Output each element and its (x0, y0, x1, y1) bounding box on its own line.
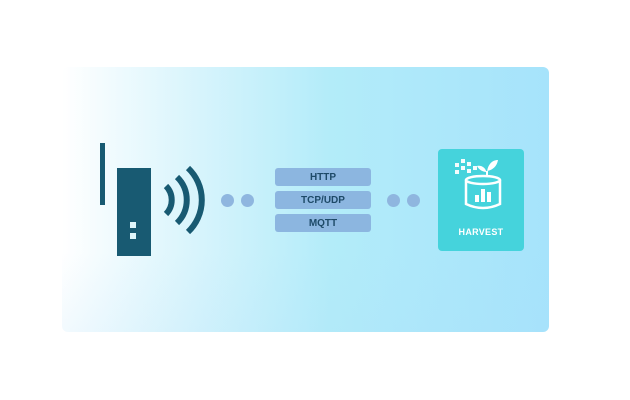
router-device-icon (100, 143, 151, 256)
protocol-http: HTTP (275, 168, 371, 186)
harvest-label: HARVEST (458, 227, 504, 237)
harvest-logo-icon (455, 159, 502, 210)
wifi-signal-icon (163, 165, 205, 235)
connector-dot (221, 194, 234, 207)
connector-dot (241, 194, 254, 207)
harvest-cloud-box (438, 149, 524, 251)
protocol-mqtt: MQTT (275, 214, 371, 232)
connector-dot (387, 194, 400, 207)
protocol-tcp-udp: TCP/UDP (275, 191, 371, 209)
connector-dot (407, 194, 420, 207)
